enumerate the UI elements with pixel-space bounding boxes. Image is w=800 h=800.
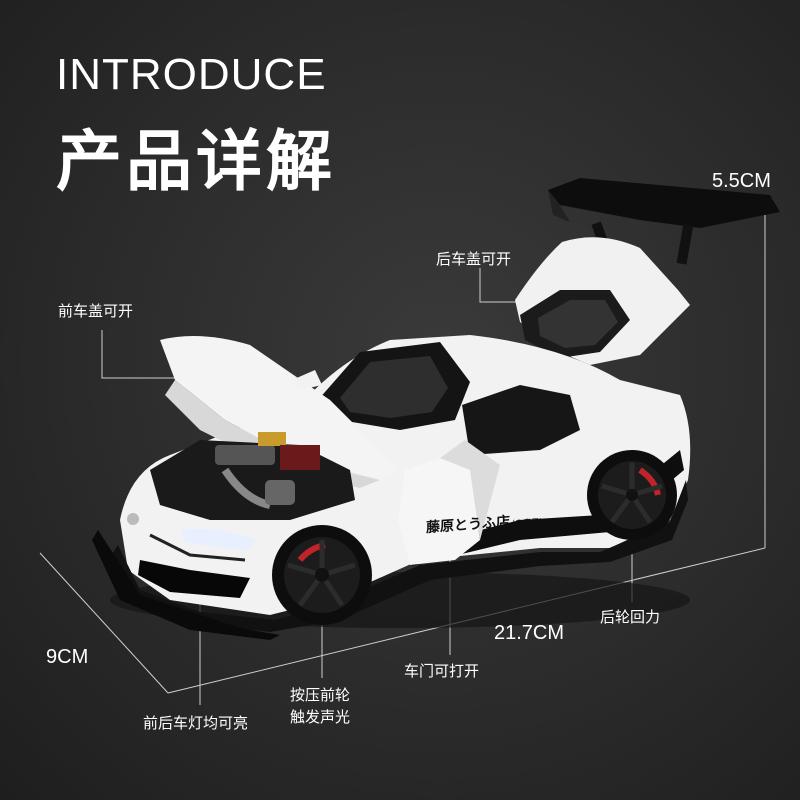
rear-hood-label: 后车盖可开 [436,250,512,268]
length-dimension: 21.7CM [494,622,565,644]
title-en: INTRODUCE [56,50,327,99]
engine-bay [150,432,355,520]
front-grille [138,560,250,598]
front-logo [127,513,139,525]
front-wheel-label-line2: 触发声光 [290,708,351,726]
front-wheel [272,525,372,625]
front-wheel-label-line1: 按压前轮 [290,686,351,704]
open-front-hood [160,336,400,488]
height-dimension: 5.5CM [712,170,771,192]
car-decal-sub: (自家用) [512,516,543,529]
headlight [149,528,255,562]
side-mirror [292,370,322,390]
door-label: 车门可打开 [404,662,480,680]
title-cn: 产品详解 [56,123,336,200]
rear-wheel-label: 后轮回力 [600,608,661,626]
width-dimension: 9CM [46,646,89,668]
width-dimension-line [39,552,169,694]
rear-wheel [587,450,677,540]
lights-label: 前后车灯均可亮 [143,714,249,732]
open-door [398,440,500,565]
front-splitter [92,530,280,640]
front-hood-label: 前车盖可开 [58,302,134,320]
open-trunk-lid [515,237,690,365]
